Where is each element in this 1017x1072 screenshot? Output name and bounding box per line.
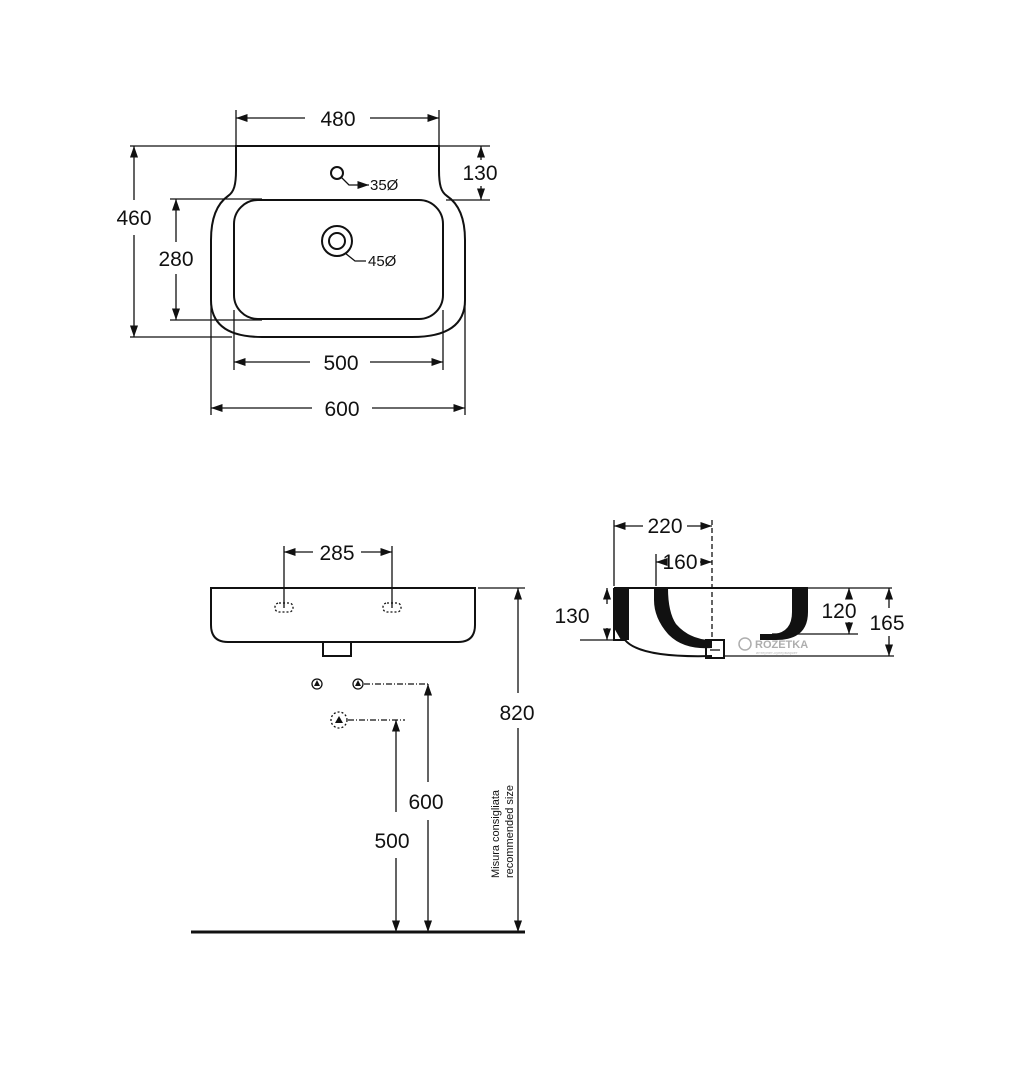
dim-480: 480	[320, 108, 355, 131]
dim-460: 460	[116, 207, 151, 230]
side-front-wall	[760, 588, 808, 640]
supply-left-icon	[311, 678, 323, 690]
dim-165: 165	[869, 612, 904, 635]
watermark-logo-icon	[738, 637, 752, 651]
watermark-tagline: интернет-супермаркет	[756, 650, 798, 655]
watermark-brand: ROZETKA	[755, 639, 808, 651]
label-45-dia: 45Ø	[368, 253, 397, 270]
front-view: 285 500 600 820 Misura consigliata	[191, 542, 535, 934]
note-recommended-en: recommended size	[504, 785, 516, 878]
side-view: 220 160 130 120 165	[554, 515, 905, 659]
note-recommended-it: Misura consigliata	[490, 789, 502, 878]
basin-bowl	[233, 199, 444, 320]
dim-820: 820	[499, 702, 534, 725]
drain-hole	[321, 225, 353, 257]
top-view: 480 460 130 280 500 600 35Ø 45Ø	[116, 108, 497, 421]
dim-130-top: 130	[462, 162, 497, 185]
dim-160: 160	[662, 551, 697, 574]
dim-285: 285	[319, 542, 354, 565]
dim-120: 120	[821, 600, 856, 623]
dim-600-top: 600	[324, 398, 359, 421]
supply-right-icon	[352, 678, 364, 690]
tap-hole	[330, 166, 344, 180]
dim-220: 220	[647, 515, 682, 538]
label-35-dia: 35Ø	[370, 177, 399, 194]
dim-600-height: 600	[408, 791, 443, 814]
side-back-wall	[614, 588, 629, 640]
waste-connection-icon	[330, 711, 348, 729]
basin-outline	[210, 145, 466, 338]
dim-500-top: 500	[323, 352, 358, 375]
side-bowl-section	[654, 588, 712, 649]
watermark: ROZETKA интернет-супермаркет	[738, 637, 808, 655]
dim-500-height: 500	[374, 830, 409, 853]
dim-130-side: 130	[554, 605, 589, 628]
front-basin-outline	[210, 587, 476, 643]
dim-280: 280	[158, 248, 193, 271]
